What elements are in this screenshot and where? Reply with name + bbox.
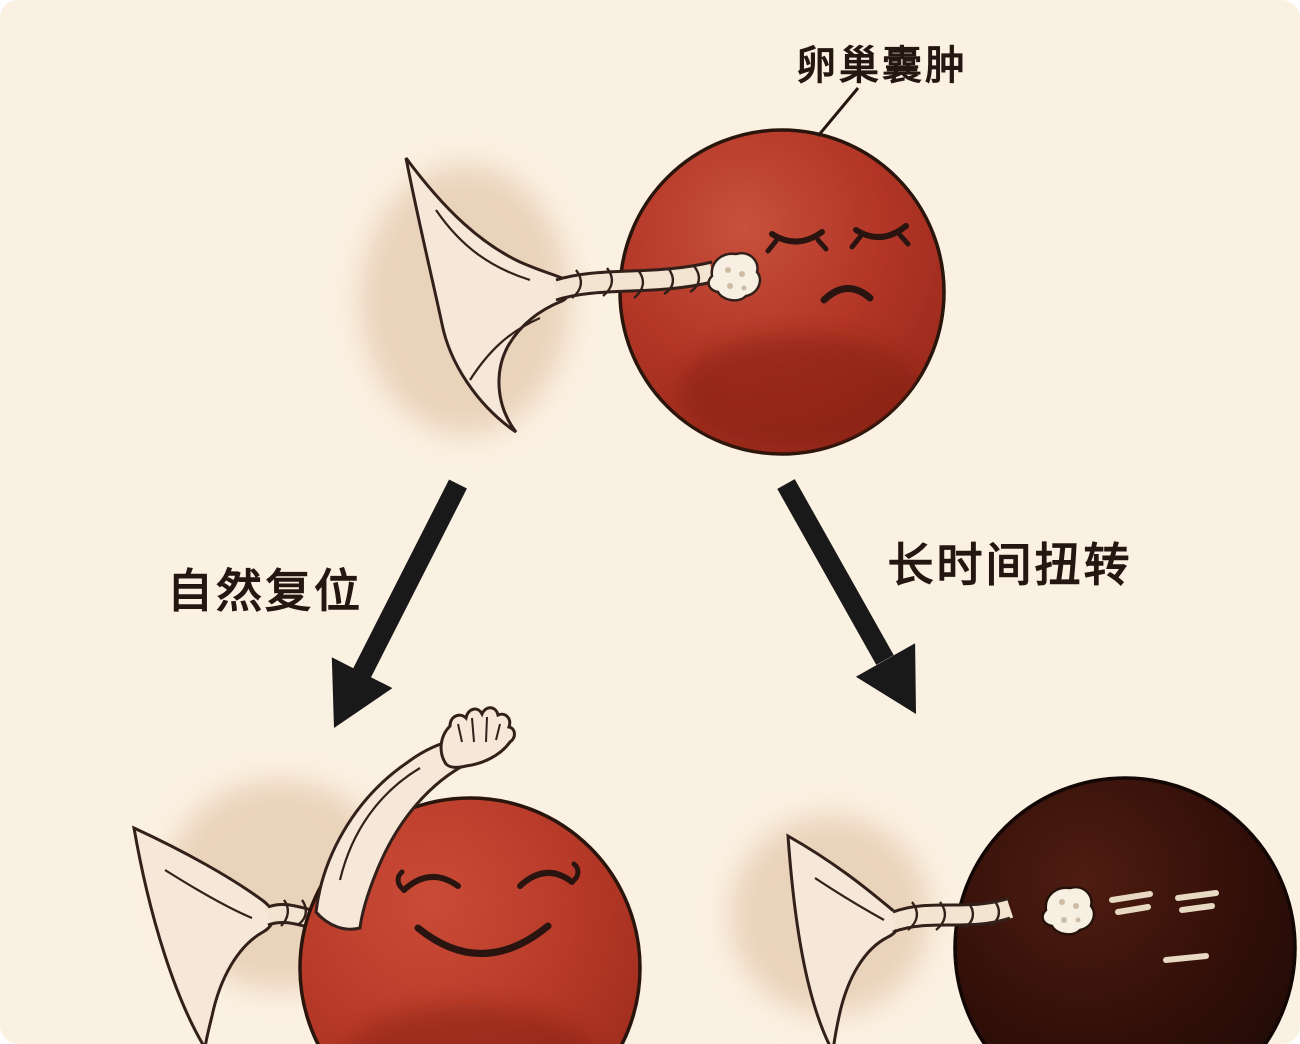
twisted-pedicle-bottom-right bbox=[889, 896, 1014, 934]
ovarian-tissue-top bbox=[404, 157, 571, 434]
bottom-right-scene bbox=[730, 776, 1297, 1044]
fimbria-attachment-bottom-right bbox=[1041, 885, 1096, 936]
unhappy-face bbox=[765, 223, 911, 304]
cyst-twisted bbox=[618, 128, 946, 456]
arrow-right bbox=[777, 479, 916, 714]
twisted-pedicle-top bbox=[552, 260, 715, 302]
cyst-label: 卵巢囊肿 bbox=[796, 43, 968, 89]
untwisted-arm bbox=[314, 738, 473, 931]
arrow-left bbox=[331, 479, 467, 728]
dead-face bbox=[1109, 890, 1219, 963]
top-scene bbox=[360, 87, 946, 456]
fimbria-attachment-top bbox=[707, 251, 762, 302]
fimbria-hand bbox=[439, 706, 516, 769]
happy-face bbox=[395, 861, 581, 957]
ovarian-tissue-bottom-right bbox=[786, 833, 901, 1044]
left-branch-label: 自然复位 bbox=[167, 564, 363, 618]
bottom-left-scene bbox=[132, 706, 642, 1044]
ovarian-tissue-bottom-left bbox=[132, 825, 275, 1044]
right-branch-label: 长时间扭转 bbox=[887, 538, 1133, 592]
label-pointer-line bbox=[816, 87, 860, 137]
cyst-recovered bbox=[298, 796, 642, 1044]
